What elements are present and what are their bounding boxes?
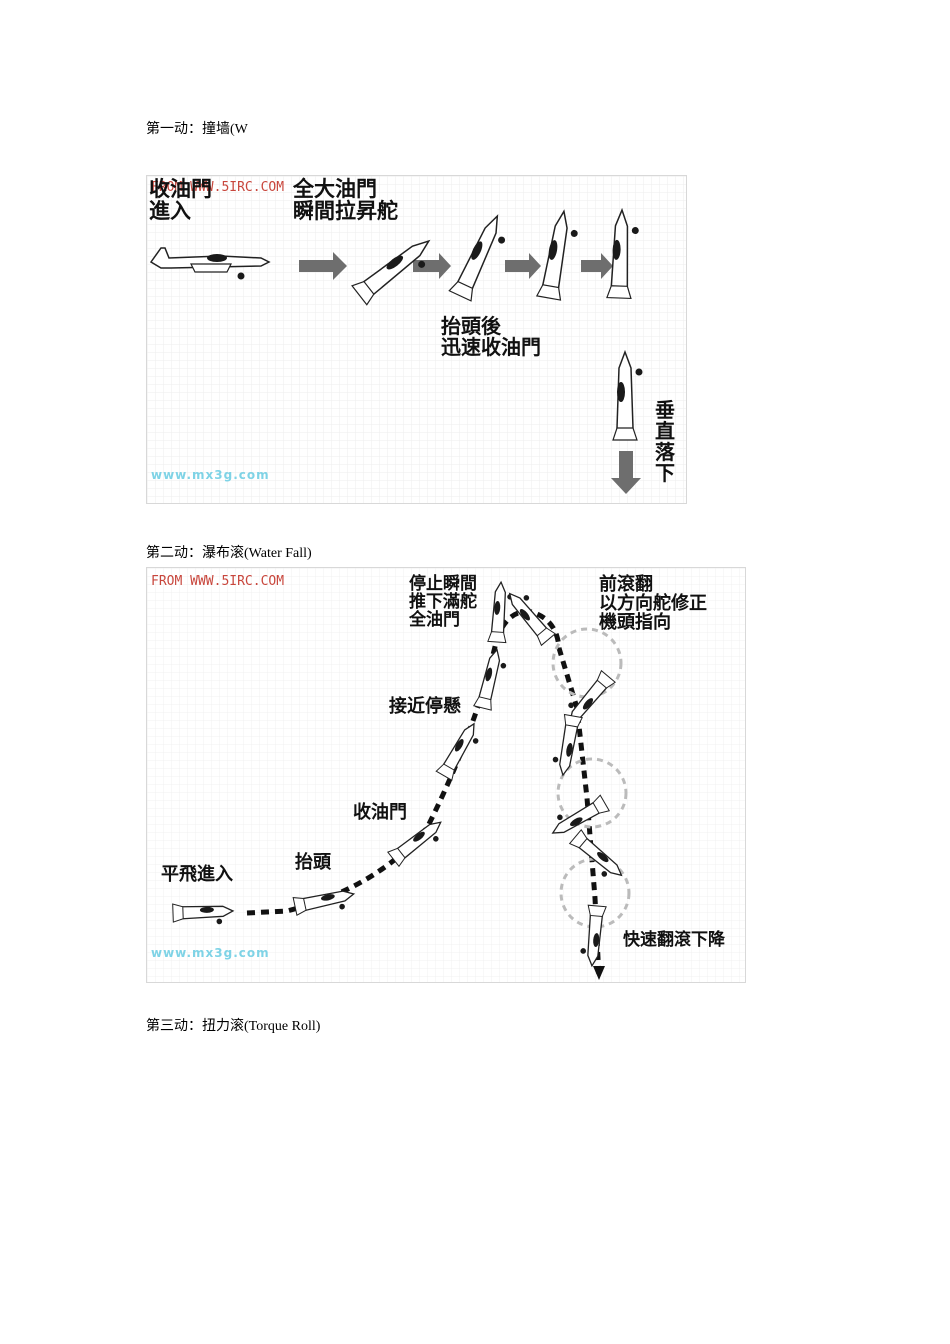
section-2-heading: 第二动：瀑布滚(Water Fall) [146, 546, 312, 561]
label-raise-head: 抬頭 [295, 852, 331, 873]
arrow-icons [299, 252, 641, 494]
watermark-bottom: www.mx3g.com [151, 946, 270, 960]
label-vertical-drop: 垂直落下 [655, 398, 675, 485]
wall-maneuver-diagram [147, 176, 686, 503]
label-near-hover: 接近停懸 [389, 696, 461, 717]
waterfall-maneuver-diagram [147, 568, 745, 982]
label-fast-roll-down: 快速翻滾下降 [623, 930, 725, 950]
label-cut-throttle: 收油門 [353, 802, 407, 823]
label-full-throttle: 全大油門 瞬間拉昇舵 [293, 177, 398, 224]
label-entry: 收油門 進入 [149, 177, 212, 224]
section-3-heading: 第三动：扭力滚(Torque Roll) [146, 1019, 321, 1034]
label-forward-roll: 前滾翻 以方向舵修正 機頭指向 [599, 574, 707, 633]
watermark-bottom: www.mx3g.com [151, 468, 270, 482]
down-arrow-icon [593, 966, 605, 980]
label-stop-moment: 停止瞬間 推下滿舵 全油門 [409, 574, 477, 630]
watermark-top: FROM WWW.5IRC.COM [151, 180, 285, 195]
wall-maneuver-figure: FROM WWW.5IRC.COM 收油門 進入 全大油門 瞬間拉昇舵 抬頭後 … [146, 175, 687, 504]
label-raise-nose: 抬頭後 迅速收油門 [441, 314, 541, 359]
watermark-top: FROM WWW.5IRC.COM [151, 574, 285, 589]
waterfall-maneuver-figure: FROM WWW.5IRC.COM 停止瞬間 推下滿舵 全油門 前滾翻 以方向舵… [146, 567, 746, 983]
section-1-heading: 第一动：撞墙(W [146, 122, 248, 137]
label-level-entry: 平飛進入 [161, 864, 233, 885]
